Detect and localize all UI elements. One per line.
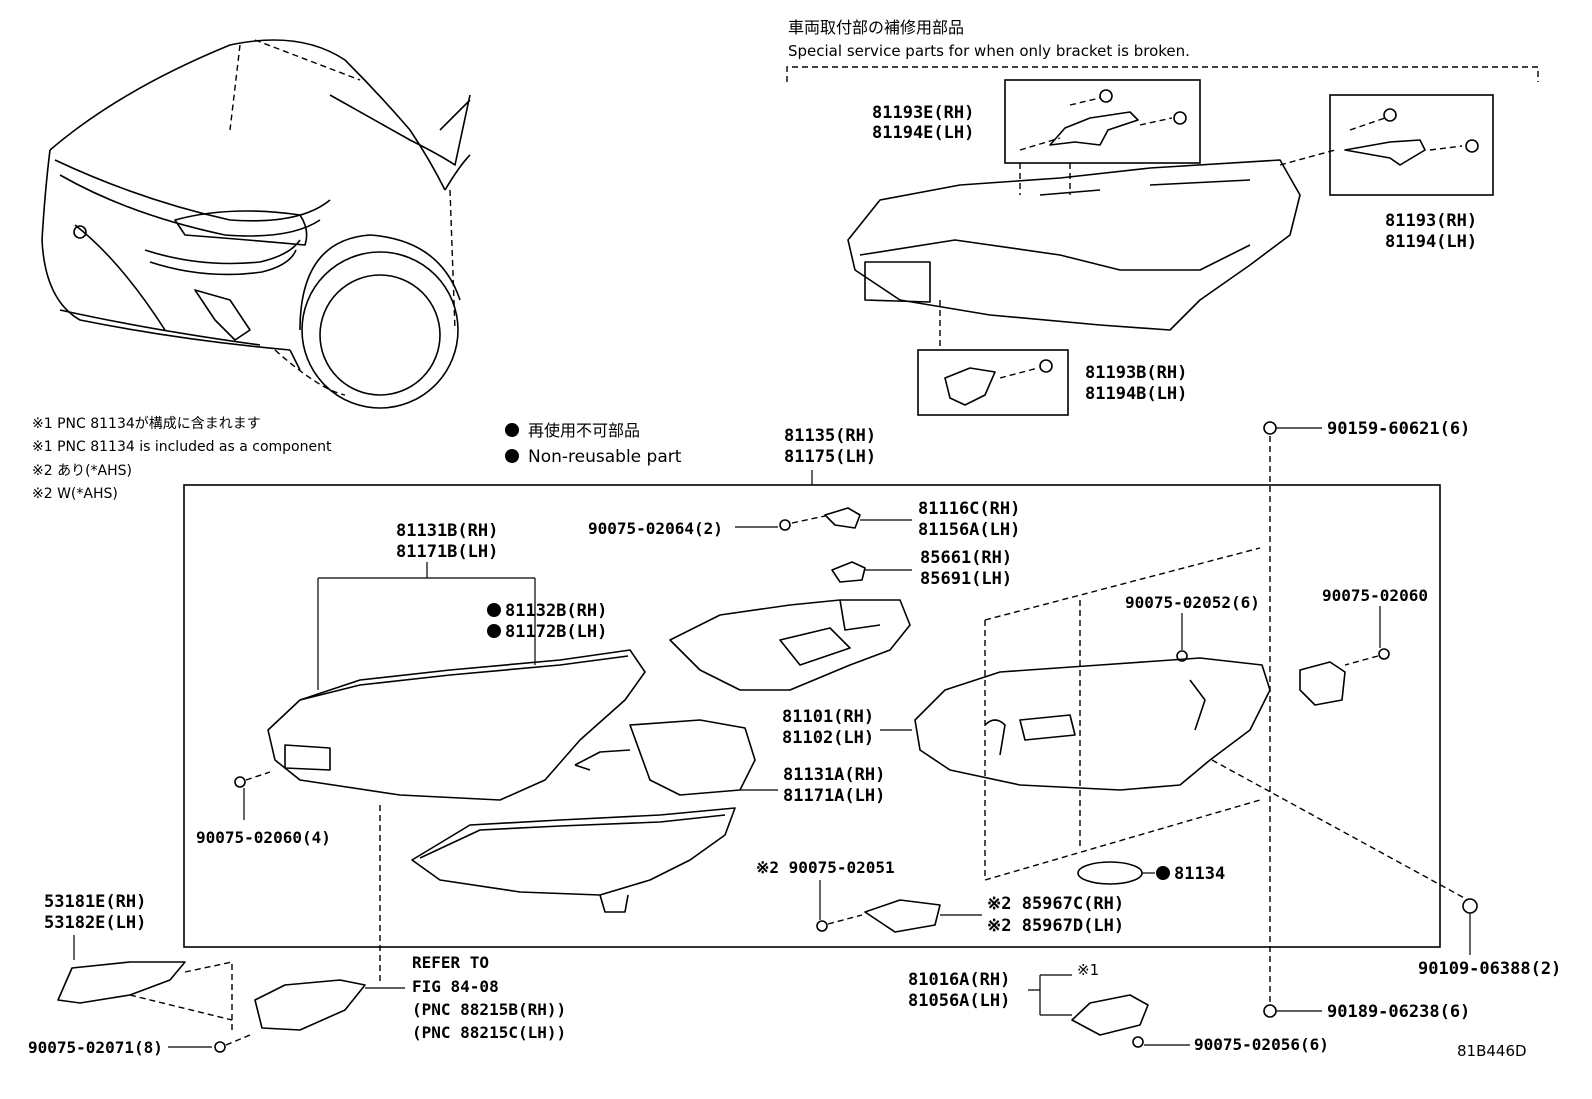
service-bracket-line — [786, 66, 1539, 82]
bolt-90189-icon — [1263, 1004, 1277, 1018]
screw-icon — [816, 920, 828, 932]
part-81171A-lh: 81171A(LH) — [783, 786, 885, 806]
module-81016A-drawing — [1071, 994, 1149, 1036]
non-reusable-dot-icon — [1156, 866, 1170, 880]
part-81171B-lh: 81171B(LH) — [396, 542, 498, 562]
part-81132B-rh: 81132B(RH) — [505, 601, 607, 621]
part-90109: 90109-06388(2) — [1418, 959, 1561, 979]
part-85967C-rh: ※2 85967C(RH) — [987, 894, 1124, 914]
part-81194E-lh: 81194E(LH) — [872, 123, 974, 143]
part-53182E-lh: 53182E(LH) — [44, 913, 146, 933]
part-53181E-rh: 53181E(RH) — [44, 892, 146, 912]
assembly-box — [183, 484, 1441, 948]
part-81135-rh: 81135(RH) — [784, 426, 876, 446]
legend-en: Non-reusable part — [528, 447, 682, 467]
note-2-en: ※2 W(*AHS) — [32, 486, 118, 502]
part-81193E-rh: 81193E(RH) — [872, 103, 974, 123]
part-81131A-rh: 81131A(RH) — [783, 765, 885, 785]
cover-53181E-drawing — [57, 961, 186, 1004]
refer-line-2: FIG 84-08 — [412, 977, 499, 996]
bracket-box-81193E — [1004, 79, 1201, 164]
part-81172B-lh: 81172B(LH) — [505, 622, 607, 642]
refer-line-1: REFER TO — [412, 953, 489, 972]
part-81193B-rh: 81193B(RH) — [1085, 363, 1187, 383]
note-1-jp: ※1 PNC 81134が構成に含まれます — [32, 416, 261, 432]
housing-81101-drawing — [914, 657, 1271, 791]
legend-dot-icon — [505, 423, 519, 437]
bracket-refer-drawing — [254, 979, 366, 1031]
part-81194B-lh: 81194B(LH) — [1085, 384, 1187, 404]
screw-icon — [214, 1041, 226, 1053]
bracket-81193-drawing — [1344, 108, 1479, 166]
note1-mark: ※1 — [1077, 961, 1099, 979]
screw-icon — [1176, 650, 1188, 662]
screw-icon — [234, 776, 246, 788]
part-81016A-rh: 81016A(RH) — [908, 970, 1010, 990]
part-90075-02052: 90075-02052(6) — [1125, 593, 1260, 612]
vehicle-front-illustration — [41, 39, 471, 409]
note-1-en: ※1 PNC 81134 is included as a component — [32, 439, 332, 455]
part-81102-lh: 81102(LH) — [782, 728, 874, 748]
refer-line-3: (PNC 88215B(RH)) — [412, 1000, 566, 1019]
part-85661-rh: 85661(RH) — [920, 548, 1012, 568]
part-85967D-lh: ※2 85967D(LH) — [987, 916, 1124, 936]
screw-icon — [1132, 1036, 1144, 1048]
note-2-jp: ※2 あり(*AHS) — [32, 463, 132, 479]
actuator-drawing — [1299, 661, 1346, 706]
legend-jp: 再使用不可部品 — [528, 421, 640, 440]
headlamp-unit-top — [847, 149, 1336, 331]
module-85967-drawing — [864, 899, 941, 933]
screw-icon — [1378, 648, 1390, 660]
part-81116C-rh: 81116C(RH) — [918, 499, 1020, 519]
bezel-drawing — [411, 807, 736, 913]
part-90159: 90159-60621(6) — [1327, 419, 1470, 439]
part-81056A-lh: 81056A(LH) — [908, 991, 1010, 1011]
part-90075-02071: 90075-02071(8) — [28, 1038, 163, 1057]
gasket-81134-drawing — [1077, 861, 1143, 885]
part-85691-lh: 85691(LH) — [920, 569, 1012, 589]
refer-line-4: (PNC 88215C(LH)) — [412, 1023, 566, 1042]
non-reusable-dot-icon — [487, 603, 501, 617]
part-81175-lh: 81175(LH) — [784, 447, 876, 467]
part-90075-02060: 90075-02060 — [1322, 586, 1428, 605]
screw-icon — [779, 519, 791, 531]
clip-81116C-drawing — [824, 507, 861, 529]
part-90189: 90189-06238(6) — [1327, 1002, 1470, 1022]
part-81193-rh: 81193(RH) — [1385, 211, 1477, 231]
bolt-90159-icon — [1263, 421, 1277, 435]
bracket-81193E-drawing — [1019, 89, 1187, 151]
service-title-en: Special service parts for when only brac… — [788, 42, 1190, 60]
part-81101-rh: 81101(RH) — [782, 707, 874, 727]
reflector-81131A-drawing — [574, 719, 756, 796]
part-90075-02056: 90075-02056(6) — [1194, 1035, 1329, 1054]
socket-85661-drawing — [831, 561, 866, 583]
legend-dot-icon — [505, 449, 519, 463]
bracket-box-81193 — [1329, 94, 1494, 196]
part-81134: 81134 — [1174, 864, 1225, 884]
service-title-jp: 車両取付部の補修用部品 — [788, 18, 964, 37]
part-81156A-lh: 81156A(LH) — [918, 520, 1020, 540]
part-81194-lh: 81194(LH) — [1385, 232, 1477, 252]
housing-insert-drawing — [669, 599, 911, 691]
lens-81131B-drawing — [267, 649, 646, 801]
bolt-90109-icon — [1462, 898, 1478, 914]
part-90075-02051: ※2 90075-02051 — [756, 858, 895, 877]
figure-code: 81B446D — [1457, 1042, 1527, 1060]
part-90075-02064: 90075-02064(2) — [588, 519, 723, 538]
bracket-81193B-drawing — [944, 359, 1053, 406]
non-reusable-dot-icon — [487, 624, 501, 638]
part-90075-02060-4: 90075-02060(4) — [196, 828, 331, 847]
part-81131B-rh: 81131B(RH) — [396, 521, 498, 541]
bracket-box-81193B — [917, 349, 1069, 416]
